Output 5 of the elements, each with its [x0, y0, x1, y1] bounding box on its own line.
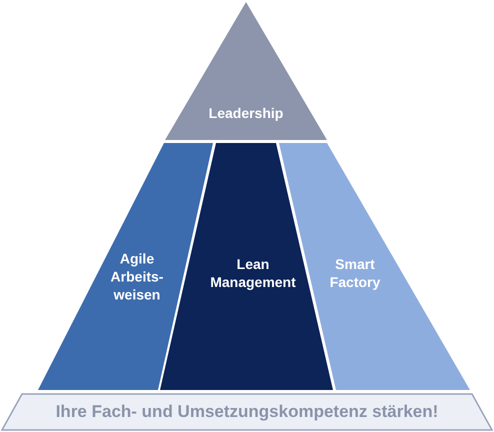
segment-label: Lean Management [209, 254, 297, 292]
segment-label: Ihre Fach- und Umsetzungskompetenz stärken! [56, 400, 438, 423]
segment-label: Agile Arbeits- weisen [110, 250, 164, 304]
segment-label: Leadership [208, 104, 284, 122]
segment-label: Smart Factory [328, 254, 382, 292]
